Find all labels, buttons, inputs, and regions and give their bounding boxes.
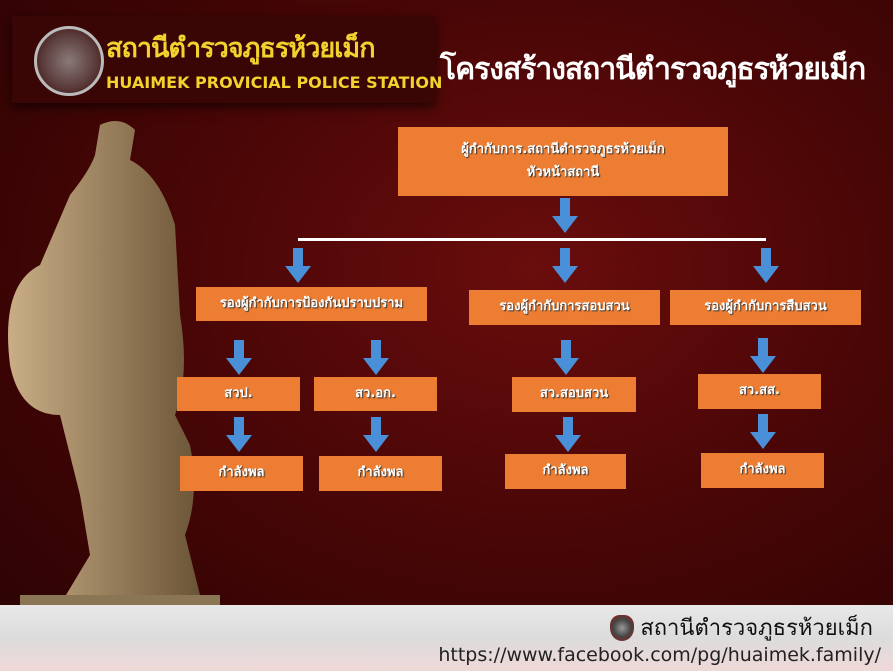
down-arrow-icon bbox=[363, 340, 389, 375]
chief-box: ผู้กำกับการ.สถานีตำรวจภูธรห้วยเม็ก หัวหน… bbox=[398, 127, 728, 196]
down-arrow-icon bbox=[750, 338, 776, 373]
footer-station: สถานีตำรวจภูธรห้วยเม็ก bbox=[610, 610, 873, 645]
down-arrow-icon bbox=[285, 248, 311, 283]
force-box: กำลังพล bbox=[701, 453, 824, 488]
footer-band bbox=[0, 605, 893, 671]
facebook-link[interactable]: https://www.facebook.com/pg/huaimek.fami… bbox=[438, 644, 881, 666]
station-thai-name: สถานีตำรวจภูธรห้วยเม็ก bbox=[106, 33, 376, 64]
force-box: กำลังพล bbox=[319, 456, 442, 491]
force-box: กำลังพล bbox=[505, 454, 626, 489]
down-arrow-icon bbox=[226, 340, 252, 375]
page-title: โครงสร้างสถานีตำรวจภูธรห้วยเม็ก bbox=[440, 52, 866, 87]
deputy-box-inquiry: รองผู้กำกับการสอบสวน bbox=[469, 290, 660, 325]
police-statue-image bbox=[8, 121, 220, 609]
down-arrow-icon bbox=[750, 414, 776, 449]
station-english-name: HUAIMEK PROVICIAL POLICE STATION bbox=[106, 73, 443, 92]
unit-box-admin: สว.อก. bbox=[314, 377, 437, 411]
footer-station-name: สถานีตำรวจภูธรห้วยเม็ก bbox=[640, 616, 873, 641]
down-arrow-icon bbox=[753, 248, 779, 283]
connector-line bbox=[298, 238, 766, 241]
chief-role: หัวหน้าสถานี bbox=[526, 164, 600, 180]
chief-title: ผู้กำกับการ.สถานีตำรวจภูธรห้วยเม็ก bbox=[461, 142, 665, 158]
down-arrow-icon bbox=[552, 248, 578, 283]
police-seal-logo bbox=[34, 26, 104, 96]
unit-box-investigation: สว.สส. bbox=[698, 374, 821, 409]
station-badge-icon bbox=[610, 614, 635, 641]
force-box: กำลังพล bbox=[180, 456, 303, 491]
unit-box-patrol: สวป. bbox=[177, 377, 300, 411]
deputy-box-suppression: รองผู้กำกับการป้องกันปราบปราม bbox=[196, 287, 427, 321]
down-arrow-icon bbox=[553, 340, 579, 375]
unit-box-inquiry: สว.สอบสวน bbox=[512, 377, 636, 412]
down-arrow-icon bbox=[363, 417, 389, 452]
down-arrow-icon bbox=[226, 417, 252, 452]
down-arrow-icon bbox=[555, 417, 581, 452]
down-arrow-icon bbox=[552, 198, 578, 233]
deputy-box-investigation: รองผู้กำกับการสืบสวน bbox=[670, 290, 861, 325]
